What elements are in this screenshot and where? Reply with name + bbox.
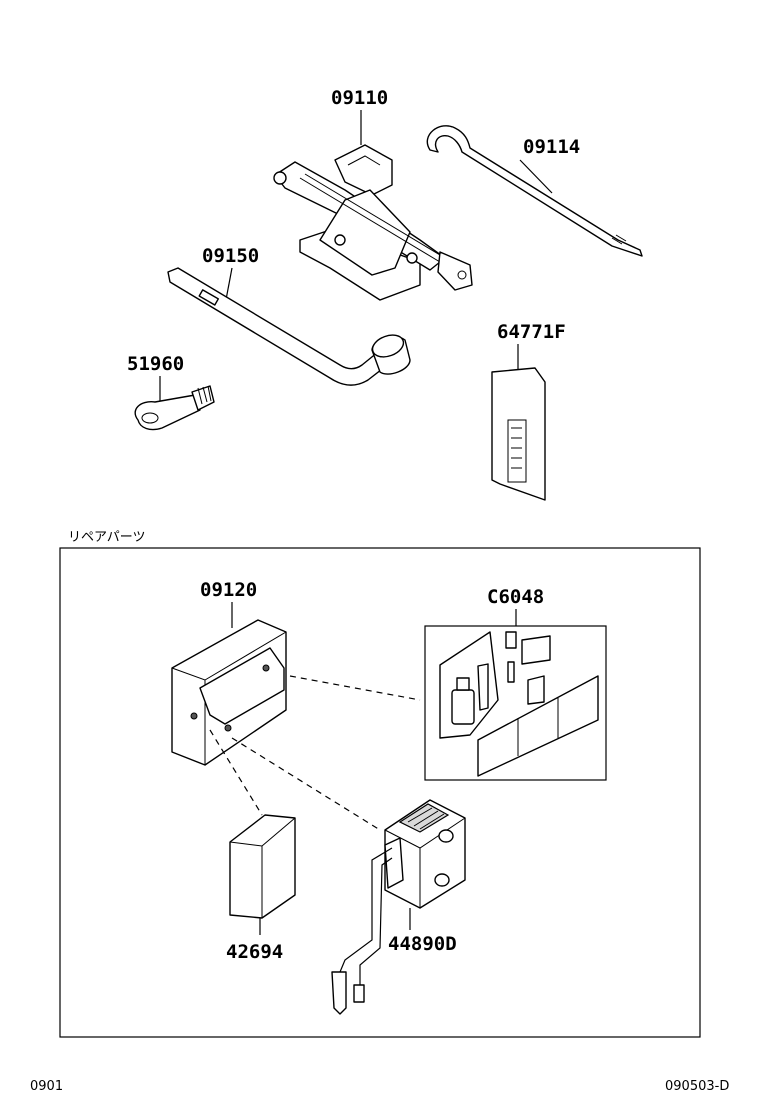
repair-box-title: リペアパーツ (68, 530, 145, 545)
dashed-link-case-manual (209, 729, 263, 816)
scissor-jack: 09110 (273, 87, 473, 301)
footer-right-code: 090503-D (665, 1079, 729, 1094)
repair-box-frame (59, 547, 701, 1038)
repair-parts-box: リペアパーツ (59, 530, 701, 1038)
footer-left-code: 0901 (30, 1079, 63, 1094)
part-label-09120: 09120 (200, 579, 257, 601)
sealant-pack-frame (424, 625, 607, 781)
caution-label: 64771F (491, 321, 566, 501)
part-label-42694: 42694 (226, 941, 283, 963)
part-label-09150: 09150 (202, 245, 259, 267)
part-label-44890D: 44890D (388, 933, 457, 955)
dashed-link-case-compressor (231, 737, 381, 831)
part-label-64771F: 64771F (497, 321, 566, 343)
dashed-link-case-pack (289, 675, 421, 701)
part-label-51960: 51960 (127, 353, 184, 375)
towing-eye: 51960 (127, 353, 215, 431)
part-label-C6048: C6048 (487, 586, 544, 608)
wheel-wrench: 09150 (167, 245, 411, 386)
part-label-09114: 09114 (523, 136, 580, 158)
leader-line-09114 (519, 159, 553, 194)
air-compressor: 44890D (331, 799, 466, 1015)
instruction-manual: 42694 (226, 814, 296, 963)
sealant-pack: C6048 (424, 586, 607, 781)
part-label-09110: 09110 (331, 87, 388, 109)
repair-kit-case: 09120 (171, 579, 287, 766)
jack-handle: 09114 (426, 125, 643, 257)
